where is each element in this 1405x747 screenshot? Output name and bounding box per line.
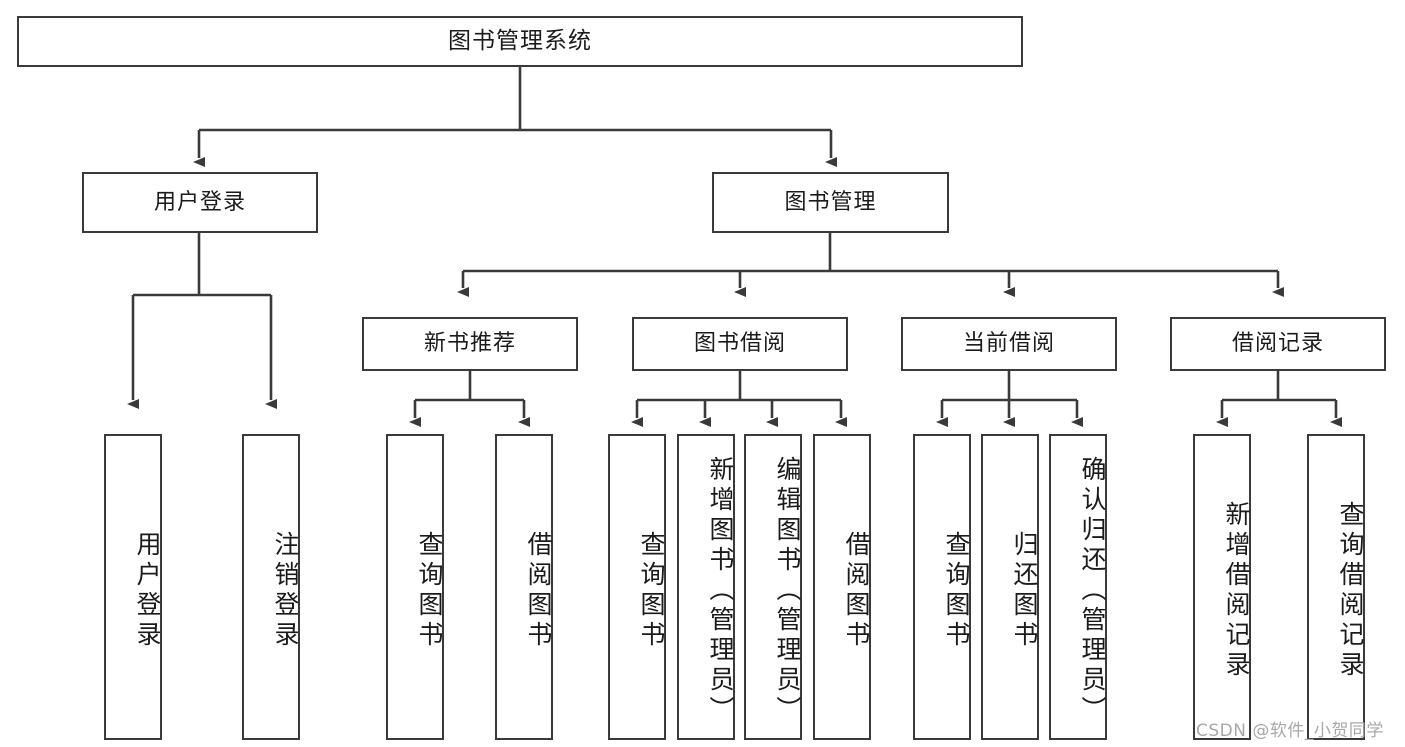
leaf-label: 注销登录	[271, 531, 300, 651]
node-label: 图书借阅	[693, 331, 786, 357]
node-label: 当前借阅	[962, 331, 1055, 357]
leaf-current-return-book[interactable]: 归还图书	[981, 434, 1039, 740]
leaf-new-book-query[interactable]: 查询图书	[386, 434, 444, 740]
leaf-current-confirm-return[interactable]: 确认归还（管理员）	[1049, 434, 1107, 740]
leaf-borrow-add-book[interactable]: 新增图书（管理员）	[677, 434, 735, 740]
node-book-management[interactable]: 图书管理	[712, 172, 949, 233]
leaf-label: 新增图书（管理员）	[706, 456, 735, 726]
leaf-label: 编辑图书（管理员）	[773, 456, 802, 726]
node-book-borrow[interactable]: 图书借阅	[632, 317, 848, 371]
node-label: 借阅记录	[1231, 331, 1324, 357]
leaf-borrow-query-book[interactable]: 查询图书	[608, 434, 666, 740]
leaf-user-login-logout[interactable]: 注销登录	[242, 434, 300, 740]
leaf-label: 借阅图书	[842, 531, 871, 651]
watermark-text: CSDN @软件_小贺同学	[1196, 721, 1384, 741]
leaf-user-login-login[interactable]: 用户登录	[104, 434, 162, 740]
leaf-label: 新增借阅记录	[1222, 501, 1251, 681]
leaf-label: 查询图书	[637, 531, 666, 651]
leaf-label: 确认归还（管理员）	[1078, 456, 1107, 726]
csdn-watermark: CSDN @软件_小贺同学	[1196, 716, 1384, 741]
node-label: 图书管理	[784, 189, 877, 215]
leaf-record-add[interactable]: 新增借阅记录	[1193, 434, 1251, 740]
node-borrow-record[interactable]: 借阅记录	[1170, 317, 1386, 371]
leaf-label: 归还图书	[1010, 531, 1039, 651]
node-label: 图书管理系统	[448, 28, 592, 55]
node-label: 新书推荐	[423, 331, 516, 357]
leaf-borrow-borrow-book[interactable]: 借阅图书	[813, 434, 871, 740]
leaf-borrow-edit-book[interactable]: 编辑图书（管理员）	[744, 434, 802, 740]
node-label: 用户登录	[153, 189, 246, 215]
leaf-label: 查询借阅记录	[1336, 501, 1365, 681]
leaf-label: 查询图书	[942, 531, 971, 651]
leaf-label: 借阅图书	[524, 531, 553, 651]
leaf-label: 用户登录	[133, 531, 162, 651]
leaf-label: 查询图书	[415, 531, 444, 651]
node-root-system[interactable]: 图书管理系统	[17, 16, 1023, 67]
leaf-new-book-borrow[interactable]: 借阅图书	[495, 434, 553, 740]
node-new-book-recommend[interactable]: 新书推荐	[362, 317, 578, 371]
node-current-borrow[interactable]: 当前借阅	[901, 317, 1117, 371]
leaf-record-query[interactable]: 查询借阅记录	[1307, 434, 1365, 740]
node-user-login[interactable]: 用户登录	[82, 172, 318, 233]
leaf-current-query-book[interactable]: 查询图书	[913, 434, 971, 740]
